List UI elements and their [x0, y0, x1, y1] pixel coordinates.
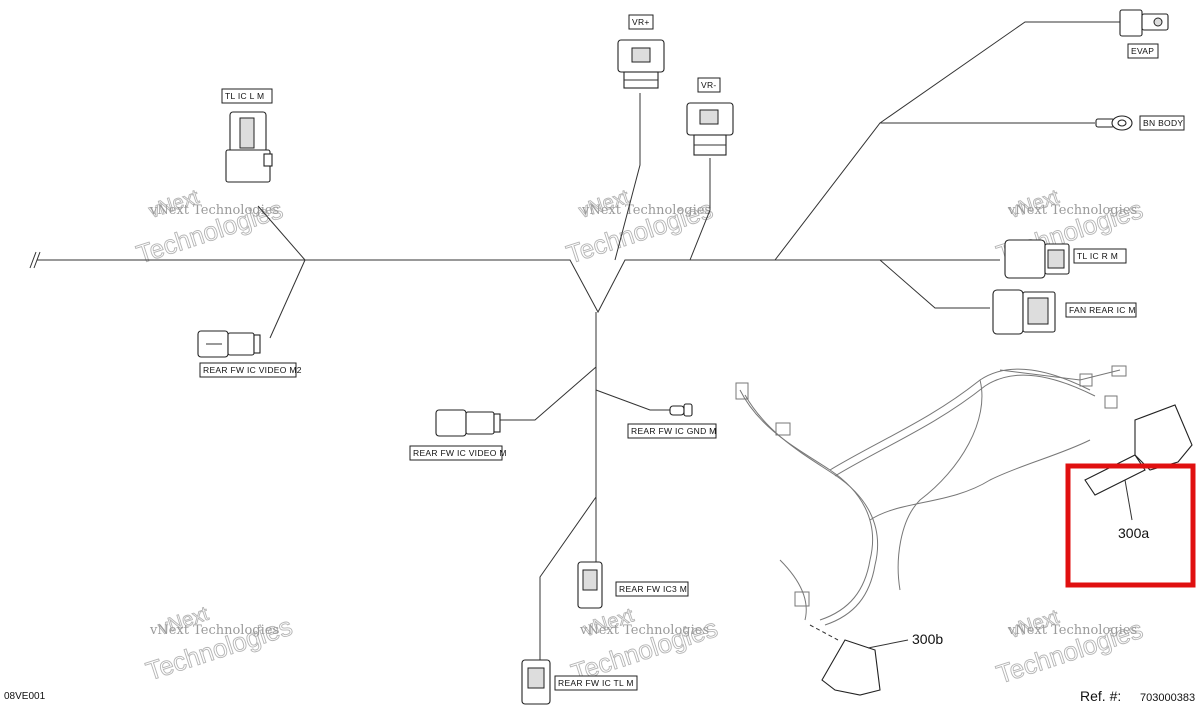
svg-text:EVAP: EVAP — [1131, 46, 1154, 56]
svg-text:TL IC R M: TL IC R M — [1077, 251, 1118, 261]
bn-body-label: BN BODY — [1139, 115, 1185, 131]
svg-text:REAR FW IC3 M: REAR FW IC3 M — [619, 584, 687, 594]
drawing-code: 08VE001 — [4, 691, 46, 702]
ref-number: 703000383 — [1140, 692, 1195, 704]
watermark-text: vNext Technologies — [579, 623, 709, 638]
branch-gnd — [595, 389, 670, 411]
branch-video-m — [500, 366, 597, 421]
svg-text:REAR FW IC GND M: REAR FW IC GND M — [631, 426, 717, 436]
watermark-text: vNext Technologies — [1007, 623, 1137, 638]
svg-text:VR-: VR- — [701, 80, 717, 90]
highlight-box — [1065, 463, 1196, 588]
rear-fw-ic-video-m2-label: REAR FW IC VIDEO M2 — [199, 362, 302, 378]
rear-fw-ic-tl-m-label: REAR FW IC TL M — [554, 675, 638, 691]
rear-fw-ic-video-m-label: REAR FW IC VIDEO M — [409, 445, 507, 461]
branch-tl-ic-l — [257, 205, 306, 261]
rear-fw-ic-video-m-connector[interactable] — [435, 409, 501, 437]
vr-plus-connector[interactable] — [617, 39, 665, 89]
harness-illustration — [735, 365, 1193, 696]
watermark-top-left: Technologies vNext vNext Technologies — [132, 185, 287, 269]
watermark-text: vNext Technologies — [1007, 203, 1137, 218]
trunk-line — [37, 259, 1000, 314]
svg-text:REAR FW IC VIDEO M: REAR FW IC VIDEO M — [413, 448, 507, 458]
watermark-text: vNext Technologies — [149, 623, 279, 638]
watermark-bottom-center: Technologies vNext vNext Technologies — [567, 604, 722, 688]
watermark-text: vNext Technologies — [149, 203, 279, 218]
ref-label: Ref. #: — [1080, 688, 1121, 704]
svg-text:BN BODY: BN BODY — [1143, 118, 1183, 128]
svg-text:REAR FW IC TL M: REAR FW IC TL M — [558, 678, 634, 688]
watermark-text: vNext Technologies — [581, 203, 711, 218]
vr-plus-label: VR+ — [628, 14, 654, 30]
callout-300b: 300b — [912, 631, 943, 647]
vr-minus-connector[interactable] — [686, 102, 734, 156]
leader-300b — [867, 639, 909, 649]
branch-vr-plus — [614, 93, 641, 261]
rear-fw-ic3-m-label: REAR FW IC3 M — [615, 581, 689, 597]
fan-rear-ic-m-label: FAN REAR IC M — [1065, 302, 1137, 318]
watermark-top-center: Technologies vNext vNext Technologies — [562, 185, 717, 269]
svg-text:TL IC L M: TL IC L M — [225, 91, 264, 101]
branch-fan — [879, 259, 990, 309]
tl-ic-l-m-label: TL IC L M — [221, 88, 273, 104]
wire-trunk — [29, 21, 1120, 665]
watermark-bottom-left: Technologies vNext vNext Technologies — [142, 602, 297, 686]
watermark-bottom-right: Technologies vNext vNext Technologies — [992, 605, 1147, 689]
evap-connector[interactable] — [1119, 9, 1169, 37]
rear-fw-ic3-m-connector[interactable] — [577, 561, 603, 609]
tl-ic-r-m-connector[interactable] — [1004, 239, 1070, 279]
branch-tl-m — [539, 496, 597, 665]
leader-300a — [1124, 479, 1133, 521]
bn-body-terminal[interactable] — [1095, 115, 1133, 131]
rear-fw-ic-video-m2-connector[interactable] — [197, 330, 261, 358]
svg-text:VR+: VR+ — [632, 17, 650, 27]
branch-evap — [879, 21, 1120, 124]
bracket-300a[interactable] — [1134, 404, 1193, 471]
vr-minus-label: VR- — [697, 77, 721, 93]
branch-vr-minus — [689, 158, 711, 261]
svg-text:REAR FW IC VIDEO M2: REAR FW IC VIDEO M2 — [203, 365, 302, 375]
branch-video-m2 — [269, 259, 306, 339]
rear-fw-ic-gnd-m-connector[interactable] — [669, 403, 693, 417]
tl-ic-r-m-label: TL IC R M — [1073, 248, 1127, 264]
rear-fw-ic-gnd-m-label: REAR FW IC GND M — [627, 423, 717, 439]
tl-ic-l-m-connector[interactable] — [225, 111, 273, 183]
rear-fw-ic-tl-m-connector[interactable] — [521, 659, 551, 705]
callout-300a: 300a — [1118, 525, 1149, 541]
evap-label: EVAP — [1127, 43, 1159, 59]
bracket-300b[interactable] — [821, 639, 881, 696]
svg-text:FAN REAR IC M: FAN REAR IC M — [1069, 305, 1136, 315]
fan-rear-ic-m-connector[interactable] — [992, 289, 1056, 335]
